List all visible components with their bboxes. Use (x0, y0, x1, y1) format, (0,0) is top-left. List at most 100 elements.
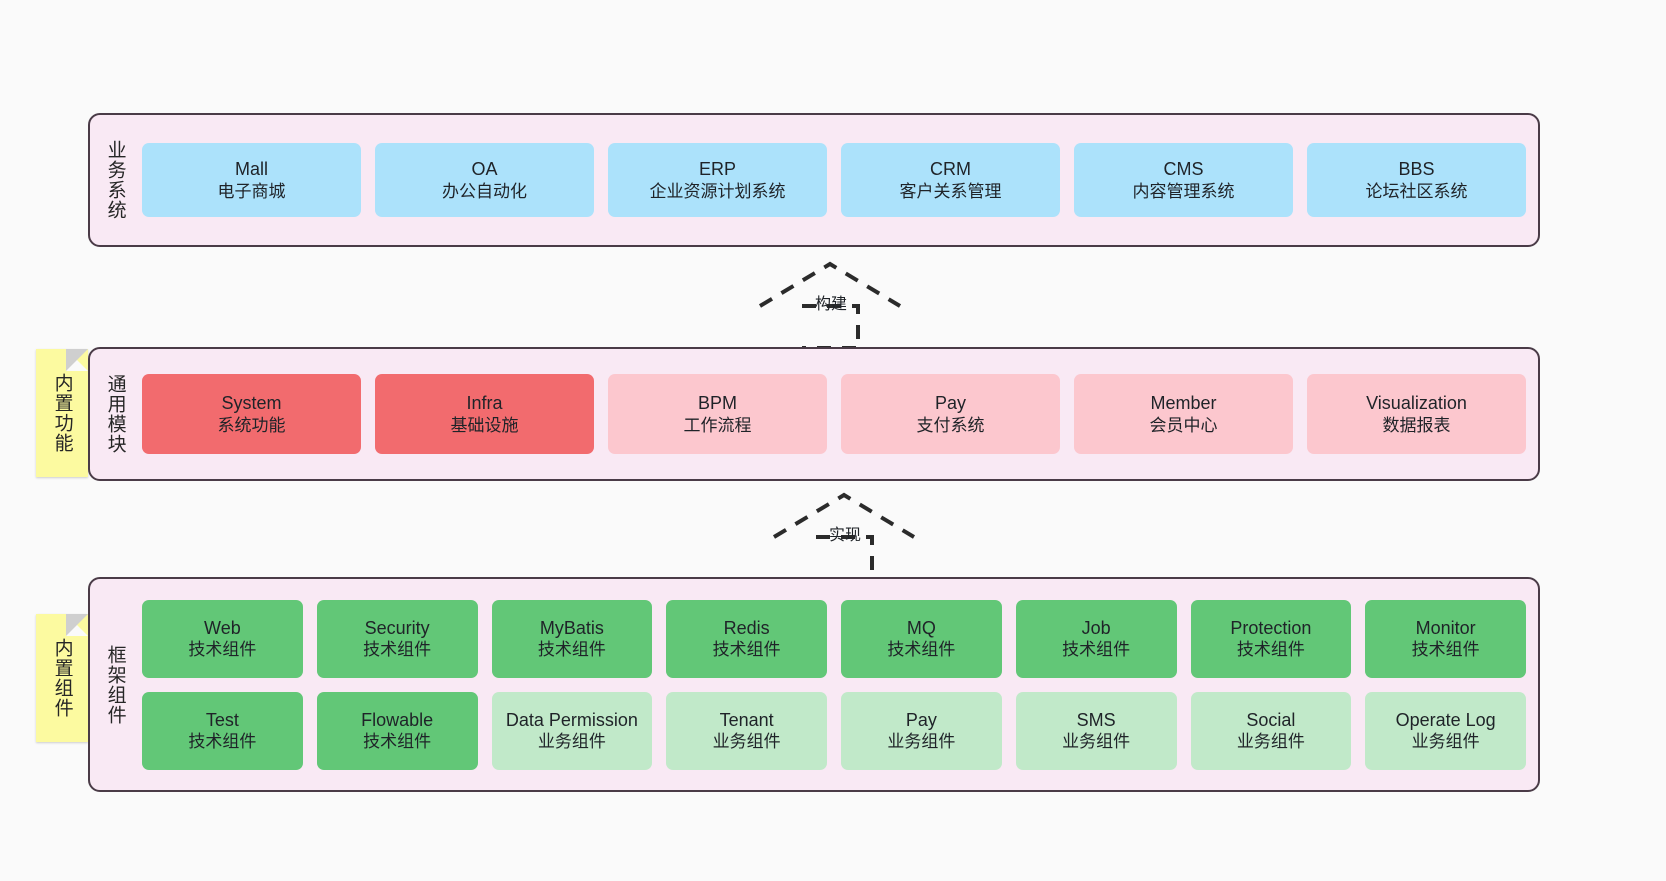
layer-row: Test 技术组件 Flowable 技术组件 Data Permission … (142, 691, 1526, 770)
box-system[interactable]: System 系统功能 (142, 374, 361, 454)
box-subtitle: 技术组件 (887, 640, 956, 660)
box-subtitle: 业务组件 (1411, 732, 1480, 752)
box-title: CRM (930, 159, 971, 180)
box-title: CMS (1163, 159, 1204, 180)
box-subtitle: 技术组件 (188, 640, 257, 660)
box-subtitle: 技术组件 (1062, 640, 1131, 660)
box-infra[interactable]: Infra 基础设施 (375, 374, 594, 454)
box-title: Redis (723, 617, 770, 638)
layer-body-common-modules: System 系统功能 Infra 基础设施 BPM 工作流程 Pay 支付系统… (132, 359, 1526, 469)
box-title: Infra (466, 393, 503, 414)
layer-framework-components: 框架组件 Web 技术组件 Security 技术组件 MyBatis 技术组件… (88, 577, 1540, 792)
layer-label-common-modules: 通用模块 (104, 374, 126, 454)
box-title: Pay (934, 393, 967, 414)
box-security[interactable]: Security 技术组件 (316, 599, 478, 678)
layer-label-framework-components: 框架组件 (104, 644, 126, 725)
box-mall[interactable]: Mall 电子商城 (142, 143, 361, 217)
box-subtitle: 业务组件 (712, 732, 781, 752)
box-subtitle: 技术组件 (712, 640, 781, 660)
box-erp[interactable]: ERP 企业资源计划系统 (608, 143, 827, 217)
box-title: Job (1081, 617, 1111, 638)
sticky-note-label: 内置组件 (51, 638, 73, 718)
box-title: BPM (697, 393, 737, 414)
box-member[interactable]: Member 会员中心 (1074, 374, 1293, 454)
box-title: Member (1150, 393, 1217, 414)
box-title: BBS (1398, 159, 1435, 180)
box-web[interactable]: Web 技术组件 (142, 599, 303, 678)
box-subtitle: 技术组件 (1411, 640, 1480, 660)
box-bbs[interactable]: BBS 论坛社区系统 (1307, 143, 1526, 217)
box-redis[interactable]: Redis 技术组件 (666, 599, 827, 678)
connector-build: 构建 (752, 256, 912, 348)
box-test[interactable]: Test 技术组件 (142, 691, 303, 770)
layer-row: Mall 电子商城 OA 办公自动化 ERP 企业资源计划系统 CRM 客户关系… (142, 143, 1526, 217)
box-subtitle: 技术组件 (537, 640, 606, 660)
generalization-arrow-icon (772, 492, 916, 579)
generalization-arrow-icon (758, 261, 902, 348)
box-flowable[interactable]: Flowable 技术组件 (316, 691, 478, 770)
box-subtitle: 业务组件 (1062, 732, 1131, 752)
box-title: MQ (906, 617, 936, 638)
box-title: Data Permission (505, 709, 638, 730)
box-subtitle: 数据报表 (1382, 415, 1451, 435)
box-pay[interactable]: Pay 支付系统 (841, 374, 1060, 454)
box-title: Security (364, 617, 430, 638)
box-subtitle: 系统功能 (217, 415, 286, 435)
box-subtitle: 内容管理系统 (1132, 181, 1235, 201)
box-cms[interactable]: CMS 内容管理系统 (1074, 143, 1293, 217)
box-subtitle: 办公自动化 (442, 181, 527, 201)
box-data-permission[interactable]: Data Permission 业务组件 (491, 691, 653, 770)
box-sms[interactable]: SMS 业务组件 (1015, 691, 1177, 770)
box-title: System (221, 393, 282, 414)
box-subtitle: 工作流程 (683, 415, 752, 435)
box-title: Flowable (361, 709, 434, 730)
box-subtitle: 会员中心 (1149, 415, 1218, 435)
layer-body-business-systems: Mall 电子商城 OA 办公自动化 ERP 企业资源计划系统 CRM 客户关系… (132, 125, 1526, 235)
connector-label-realize: 实现 (829, 527, 862, 544)
box-title: Pay (905, 709, 937, 730)
box-visualization[interactable]: Visualization 数据报表 (1307, 374, 1526, 454)
box-protection[interactable]: Protection 技术组件 (1190, 599, 1352, 678)
connector-realize: 实现 (766, 487, 926, 579)
box-subtitle: 技术组件 (363, 732, 432, 752)
box-subtitle: 支付系统 (916, 415, 985, 435)
layer-label-business-systems: 业务系统 (104, 140, 126, 220)
box-subtitle: 论坛社区系统 (1365, 181, 1468, 201)
box-crm[interactable]: CRM 客户关系管理 (841, 143, 1060, 217)
sticky-note-label: 内置功能 (51, 373, 73, 453)
box-title: MyBatis (539, 617, 604, 638)
layer-row: Web 技术组件 Security 技术组件 MyBatis 技术组件 Redi… (142, 599, 1526, 678)
box-subtitle: 技术组件 (1236, 640, 1305, 660)
layer-business-systems: 业务系统 Mall 电子商城 OA 办公自动化 ERP 企业资源计划系统 CRM… (88, 113, 1540, 247)
box-subtitle: 技术组件 (188, 732, 257, 752)
sticky-note-builtin-components: 内置组件 (36, 614, 88, 742)
box-subtitle: 业务组件 (887, 732, 956, 752)
box-operate-log[interactable]: Operate Log 业务组件 (1365, 691, 1526, 770)
box-bpm[interactable]: BPM 工作流程 (608, 374, 827, 454)
box-social[interactable]: Social 业务组件 (1190, 691, 1352, 770)
box-title: SMS (1076, 709, 1116, 730)
layer-body-framework-components: Web 技术组件 Security 技术组件 MyBatis 技术组件 Redi… (132, 589, 1526, 780)
box-oa[interactable]: OA 办公自动化 (375, 143, 594, 217)
box-mq[interactable]: MQ 技术组件 (841, 599, 1002, 678)
box-title: ERP (698, 159, 736, 180)
box-mybatis[interactable]: MyBatis 技术组件 (491, 599, 653, 678)
box-title: Web (204, 617, 241, 638)
box-title: Mall (234, 159, 268, 180)
box-title: Test (205, 709, 239, 730)
box-title: OA (471, 159, 498, 180)
connector-label-build: 构建 (815, 296, 848, 313)
box-subtitle: 技术组件 (363, 640, 432, 660)
box-subtitle: 基础设施 (450, 415, 519, 435)
box-monitor[interactable]: Monitor 技术组件 (1365, 599, 1526, 678)
box-tenant[interactable]: Tenant 业务组件 (666, 691, 827, 770)
box-title: Monitor (1415, 617, 1476, 638)
box-job[interactable]: Job 技术组件 (1015, 599, 1177, 678)
box-title: Tenant (719, 709, 774, 730)
box-subtitle: 业务组件 (1236, 732, 1305, 752)
sticky-note-builtin-features: 内置功能 (36, 349, 88, 477)
box-title: Operate Log (1395, 709, 1496, 730)
box-subtitle: 业务组件 (537, 732, 606, 752)
box-pay-component[interactable]: Pay 业务组件 (841, 691, 1002, 770)
